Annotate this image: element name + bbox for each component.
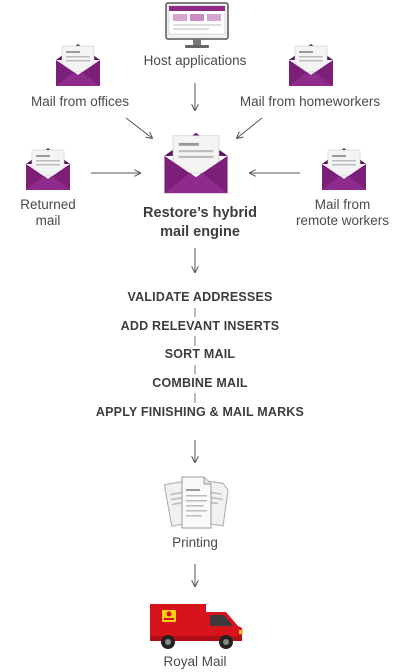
arrow-offices-to-engine <box>125 117 152 138</box>
step-validate-addresses: VALIDATE ADDRESSES <box>127 290 273 304</box>
engine-envelope-icon <box>164 132 228 194</box>
envelope-icon <box>289 44 333 86</box>
envelope-icon <box>322 148 366 190</box>
host-applications-label: Host applications <box>143 53 247 68</box>
remote-workers-label: Mail from remote workers <box>295 197 390 228</box>
envelope-icon <box>26 148 70 190</box>
step-combine-mail: COMBINE MAIL <box>152 376 248 390</box>
royal-mail-label: Royal Mail <box>163 654 227 669</box>
engine-title-line1: Restore’s hybrid <box>143 205 257 221</box>
printing-label: Printing <box>172 535 218 550</box>
returned-mail-label: Returned mail <box>20 197 76 228</box>
envelope-icon <box>56 44 100 86</box>
monitor-icon <box>165 2 229 48</box>
arrow-homeworkers-to-engine <box>237 117 263 138</box>
royal-mail-van-icon <box>150 604 243 649</box>
step-finishing-mail-marks: APPLY FINISHING & MAIL MARKS <box>95 405 305 419</box>
step-sort-mail: SORT MAIL <box>164 347 236 361</box>
offices-label: Mail from offices <box>30 94 130 109</box>
step-add-inserts: ADD RELEVANT INSERTS <box>120 319 280 333</box>
documents-icon <box>163 476 229 529</box>
engine-title-line2: mail engine <box>160 224 240 240</box>
homeworkers-label: Mail from homeworkers <box>239 94 381 109</box>
